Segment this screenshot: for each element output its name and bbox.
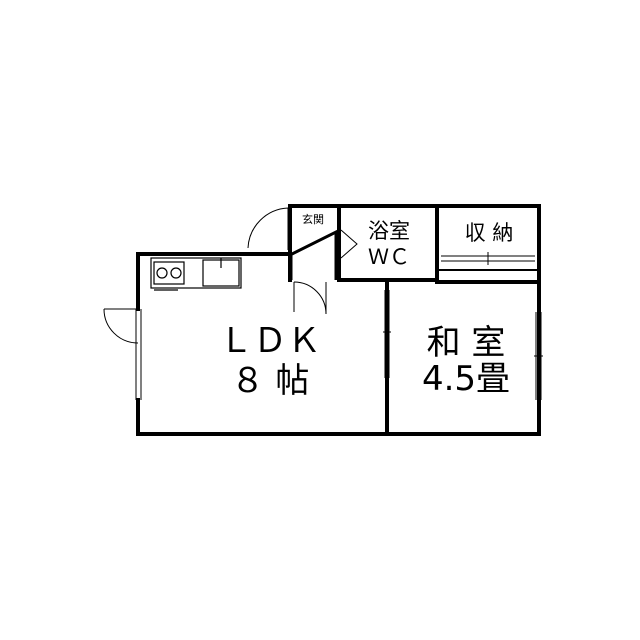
ldk-size: ８ 帖	[231, 361, 310, 401]
entrance-door	[247, 207, 289, 250]
burner-right	[170, 267, 182, 279]
ldk-door	[293, 281, 327, 315]
sliding-doors	[383, 252, 543, 400]
entrance-step	[291, 229, 338, 280]
stove	[153, 261, 185, 285]
ldk-name: ＬＤＫ	[219, 321, 321, 361]
bath-door	[340, 229, 358, 259]
washitsu-name: 和 室	[427, 323, 506, 363]
entrance-name: 玄関	[302, 212, 324, 226]
room-labels: ＬＤＫ ８ 帖 和 室 4.5畳 浴室 ＷＣ 収 納 玄関	[219, 212, 513, 401]
bath-name: 浴室	[368, 219, 410, 243]
kitchen-counter	[150, 257, 242, 291]
ldk-left-door	[103, 308, 142, 400]
bath-sub: ＷＣ	[368, 245, 410, 269]
walls	[136, 204, 541, 436]
burner-left	[156, 267, 168, 279]
storage-name: 収 納	[465, 221, 514, 245]
washitsu-size: 4.5畳	[422, 359, 510, 399]
